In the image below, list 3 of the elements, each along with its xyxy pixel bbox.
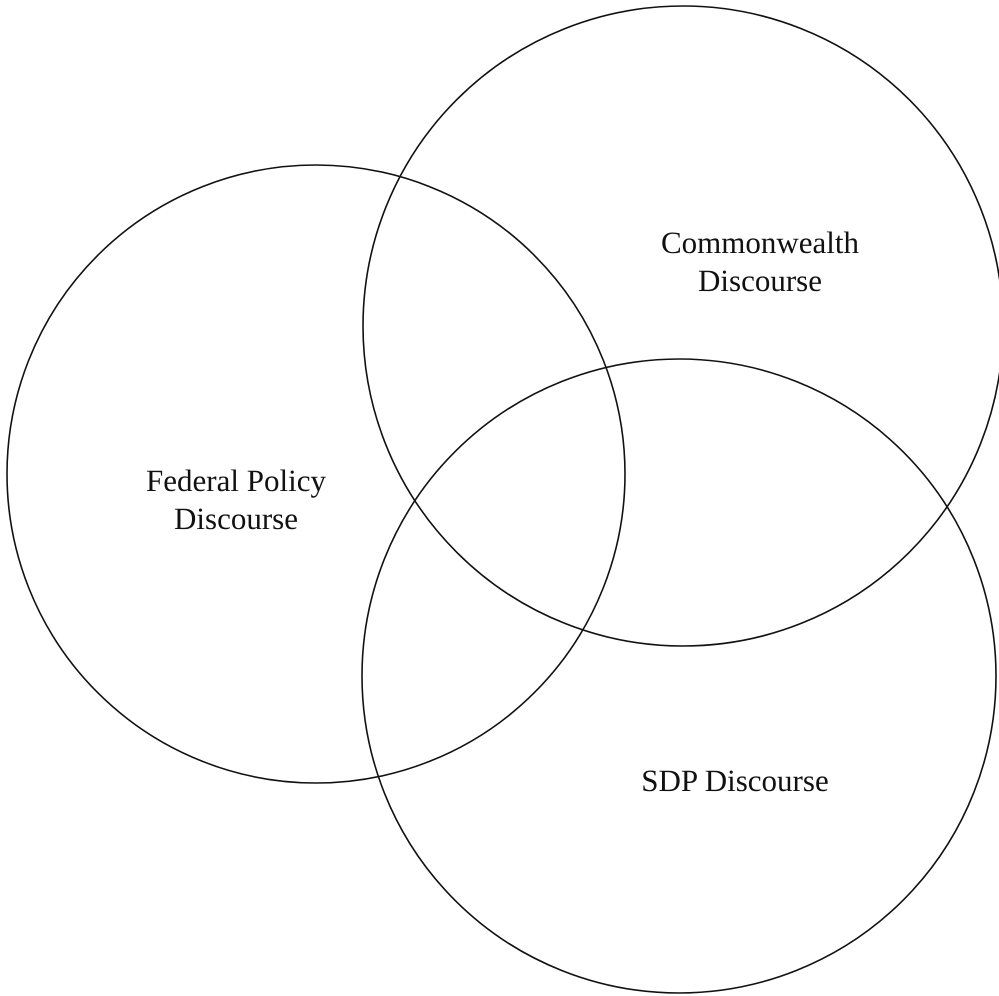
circle-label: SDP Discourse [640,762,830,800]
circle-label: Federal Policy Discourse [145,462,327,538]
circle-label: Commonwealth Discourse [660,224,860,300]
